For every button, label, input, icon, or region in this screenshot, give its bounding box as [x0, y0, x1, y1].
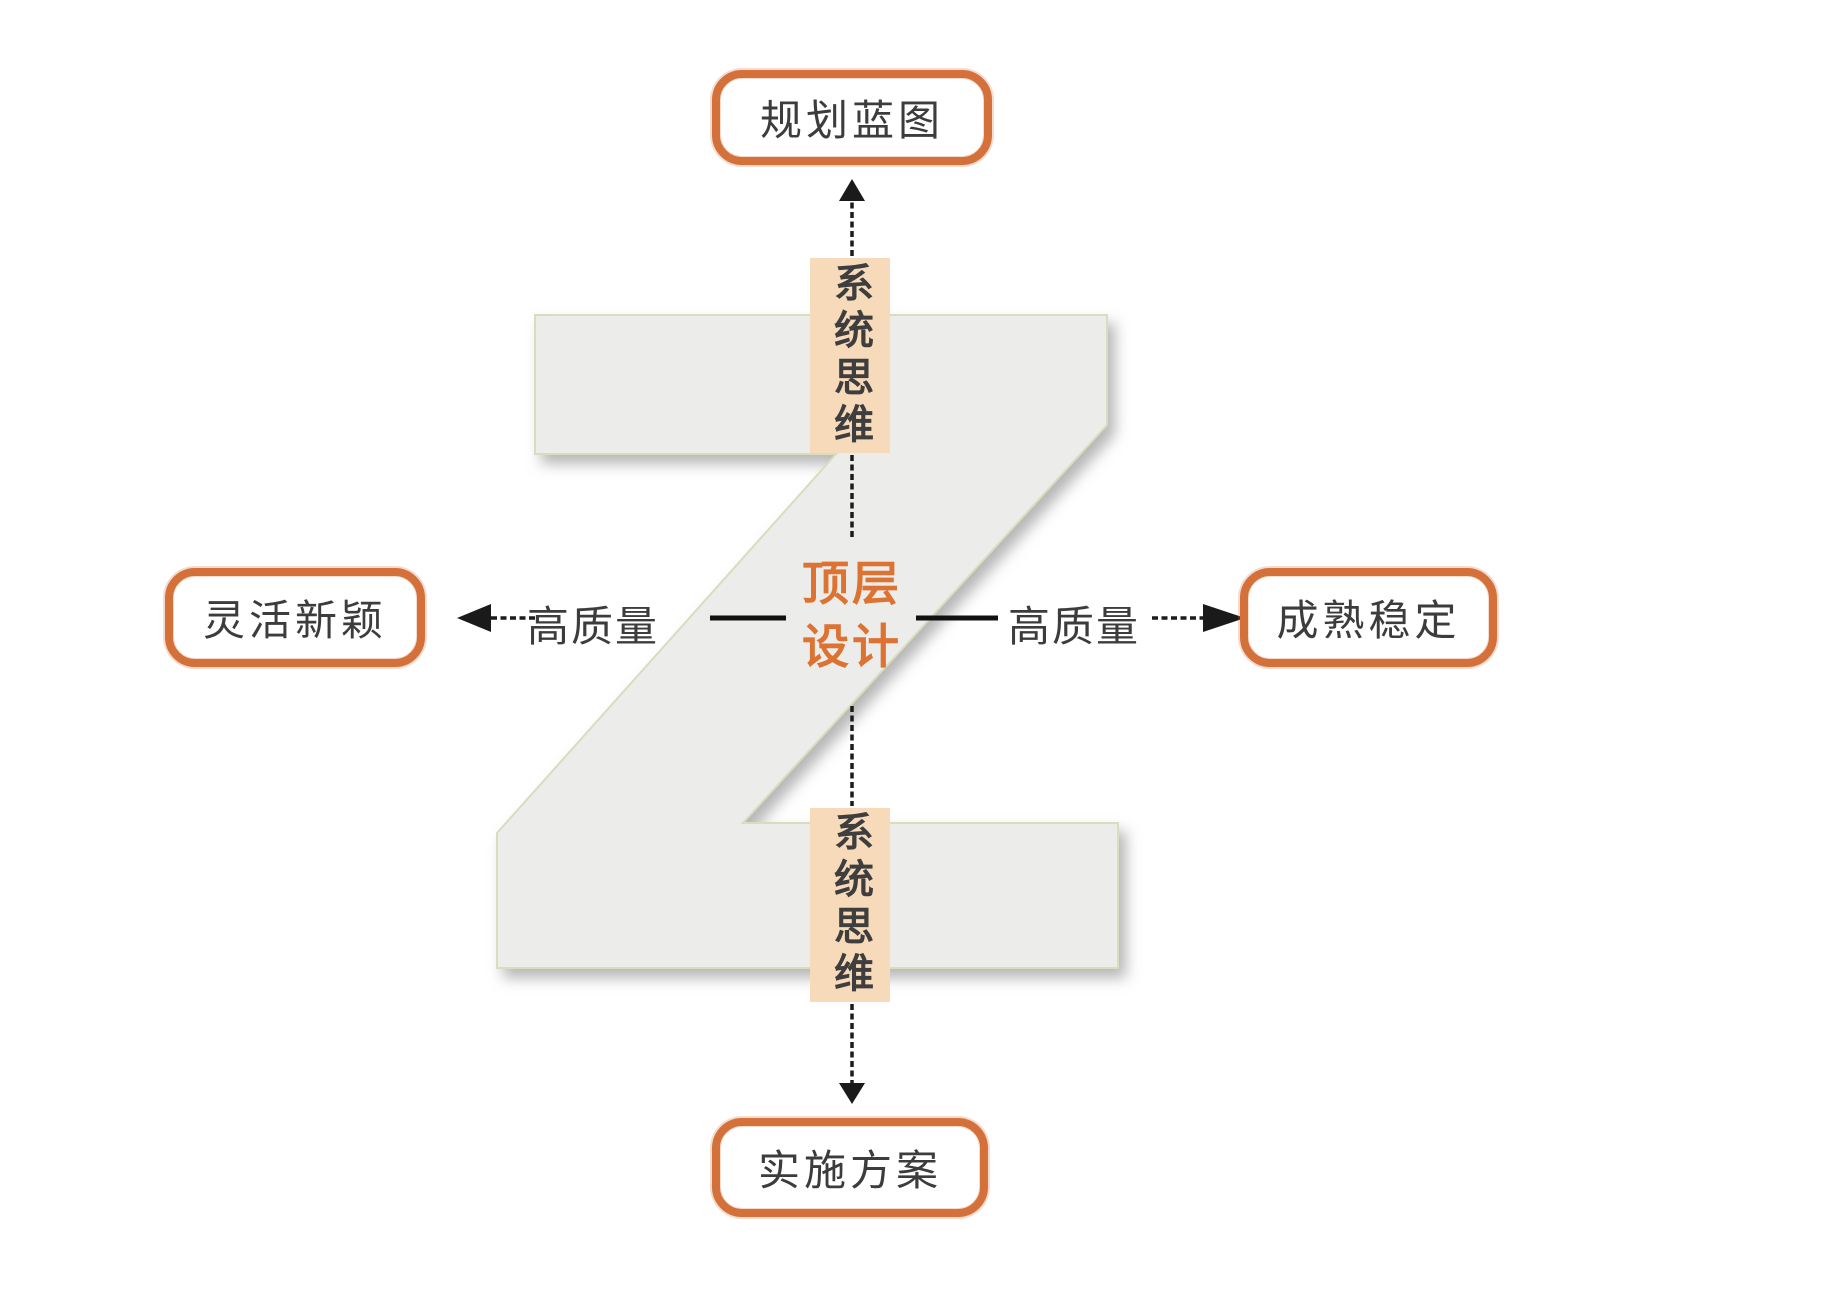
quality-label-right: 高质量	[1007, 603, 1140, 650]
node-blueprint-label: 规划蓝图	[759, 97, 944, 144]
center-title-line2: 设计	[802, 620, 902, 673]
vertical-label-bottom: 系统思维	[810, 808, 890, 1002]
node-implementation: 实施方案	[712, 1118, 988, 1217]
arrow-left-head-icon	[457, 604, 491, 632]
center-title: 顶层 设计	[752, 552, 952, 678]
node-mature-label: 成熟稳定	[1276, 597, 1461, 644]
node-implementation-label: 实施方案	[757, 1147, 942, 1194]
arrow-right-head-icon	[1203, 604, 1245, 632]
node-blueprint: 规划蓝图	[712, 70, 992, 165]
letter-z-polygon	[496, 314, 1119, 969]
node-flexible: 灵活新颖	[165, 568, 425, 667]
node-flexible-label: 灵活新颖	[202, 597, 387, 644]
vertical-label-top: 系统思维	[810, 258, 890, 453]
node-mature: 成熟稳定	[1240, 568, 1497, 667]
center-title-line1: 顶层	[802, 557, 902, 610]
quality-label-left: 高质量	[526, 603, 659, 650]
arrow-up-head-icon	[839, 179, 865, 201]
arrow-down-head-icon	[839, 1083, 865, 1104]
